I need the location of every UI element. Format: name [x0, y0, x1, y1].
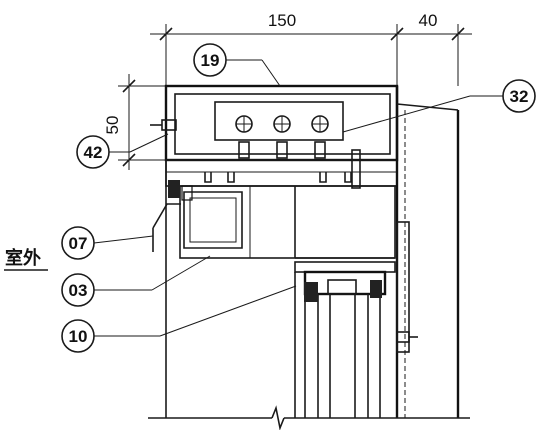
- main-frame: [148, 84, 470, 430]
- exterior-label-text: 室外: [5, 247, 41, 268]
- screws: [150, 115, 418, 343]
- callout-42-label: 42: [84, 143, 103, 162]
- dimension-50-label: 50: [103, 116, 122, 135]
- callout-32: 32: [342, 79, 536, 133]
- exterior-side-label: 室外: [4, 247, 48, 271]
- callout-03-label: 03: [69, 281, 88, 300]
- callout-07-label: 07: [69, 234, 88, 253]
- callout-03: 03: [61, 255, 211, 307]
- top-dimension: 150 40: [150, 11, 472, 86]
- left-dimension: 50: [103, 74, 175, 170]
- callout-07: 07: [61, 226, 154, 260]
- callout-10: 10: [61, 285, 297, 353]
- callout-32-label: 32: [510, 87, 529, 106]
- dimension-150-label: 150: [268, 11, 296, 30]
- callout-42: 42: [76, 133, 169, 169]
- dimension-40-label: 40: [419, 11, 438, 30]
- callout-10-label: 10: [69, 327, 88, 346]
- callout-19-label: 19: [201, 51, 220, 70]
- callout-19: 19: [193, 43, 281, 87]
- exterior-flashing: [152, 203, 181, 252]
- gaskets: [168, 180, 382, 302]
